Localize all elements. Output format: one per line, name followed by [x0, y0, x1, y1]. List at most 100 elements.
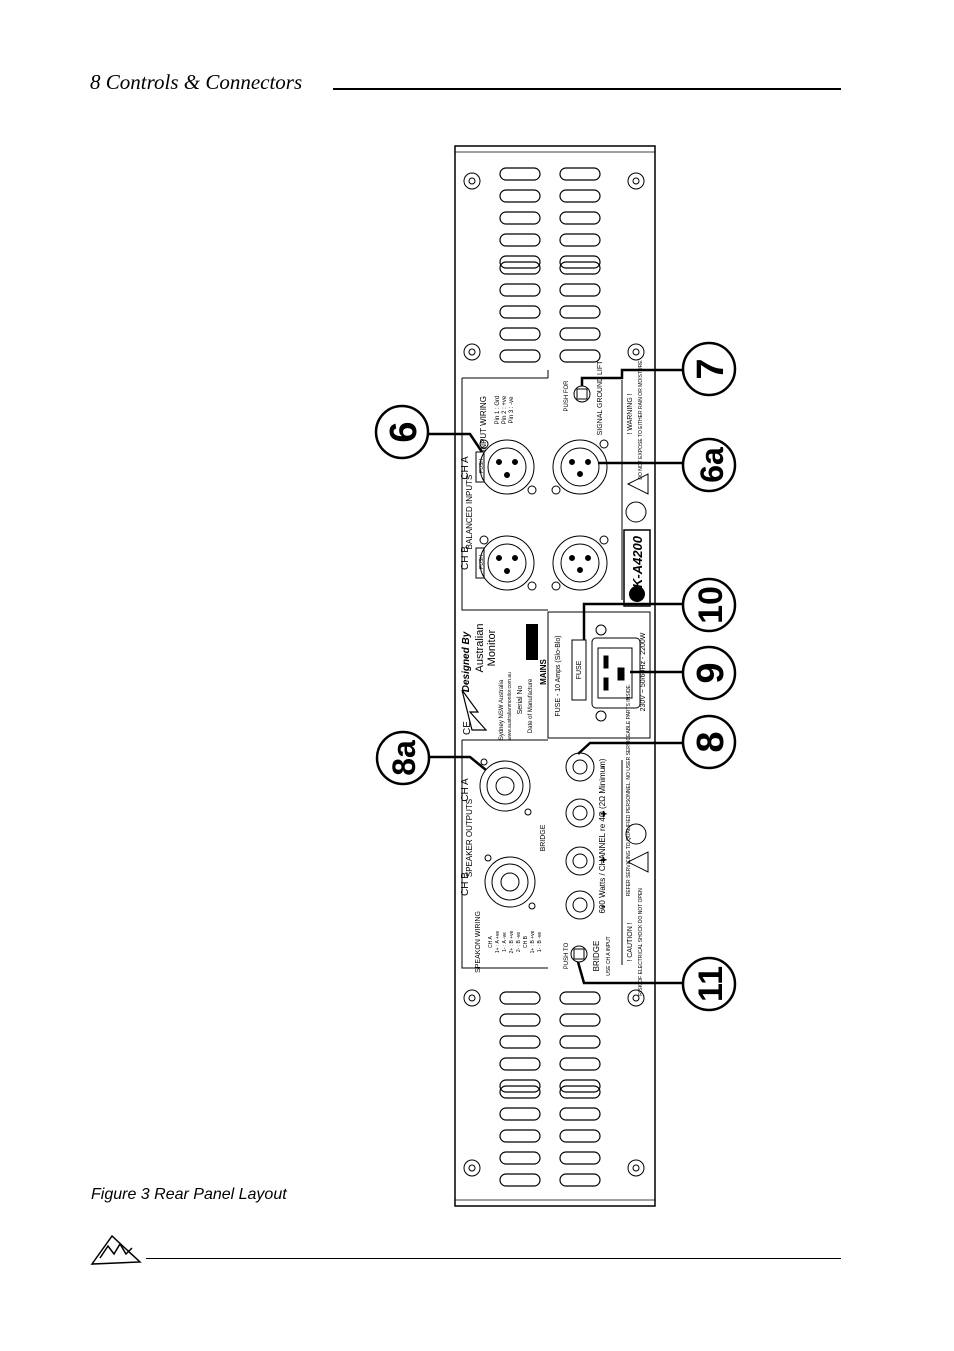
vent-slot: [559, 1035, 601, 1049]
speakon-wiring-line: 1- : B -ve: [537, 932, 543, 953]
vent-slot: [559, 1085, 601, 1099]
vent-slot: [499, 349, 541, 363]
caution-title: ! CAUTION !: [627, 922, 634, 961]
speakon-wiring-line: 1+ : B +ve: [530, 930, 536, 953]
speakon-wiring-line: CH A: [488, 936, 494, 948]
input-ch-a-label: CH A: [460, 456, 471, 480]
vent-slot: [499, 233, 541, 247]
speakon-ch-b: [484, 854, 536, 910]
speaker-ch-b-label: CH B: [460, 872, 471, 896]
speakon-wiring-line: 1+ : A +ve: [495, 931, 501, 953]
post-plus-b: +: [600, 853, 607, 867]
model-badge: [623, 529, 651, 607]
ground-lift-push-label: PUSH FOR: [564, 380, 570, 412]
callout-8: 8: [690, 731, 732, 752]
figure-caption: Figure 3 Rear Panel Layout: [91, 1186, 287, 1203]
vent-slots-top: [499, 167, 601, 363]
vent-slot: [499, 211, 541, 225]
vent-slot: [559, 305, 601, 319]
callout-10: 10: [692, 586, 730, 624]
fuse-holder-label: FUSE: [576, 660, 583, 679]
callout-circles: [374, 341, 737, 1012]
bridge-switch: [573, 948, 585, 960]
vent-slot: [499, 1129, 541, 1143]
ground-lift-label: SIGNAL GROUND LIFT: [597, 360, 604, 436]
callout-7: 7: [690, 358, 732, 379]
vent-slot: [559, 1057, 601, 1071]
serial-block: [526, 624, 538, 660]
vent-slot: [499, 1085, 541, 1099]
warning-text: DO NOT EXPOSE TO EITHER RAIN OR MOISTURE: [638, 360, 644, 480]
vent-slot: [559, 167, 601, 181]
date-label: Date of Manufacture: [528, 678, 534, 733]
vent-slot: [499, 1151, 541, 1165]
xlr-out-ch-a: [551, 439, 609, 495]
vent-slot: [499, 991, 541, 1005]
brand-website: www.australianmonitor.com.au: [507, 672, 513, 740]
vent-slots-bottom: [499, 991, 601, 1187]
vent-slot: [499, 1173, 541, 1187]
rack-screws: [463, 172, 645, 1177]
speaker-bridge-label: BRIDGE: [540, 824, 547, 851]
input-wiring-line-2: Pin 2 : +ve: [502, 395, 508, 424]
bridge-push-label: PUSH TO: [564, 942, 570, 969]
input-push-a: PUSH: [479, 459, 485, 473]
header-rule: [333, 88, 841, 90]
callout-6a: 6a: [694, 447, 730, 483]
speakon-wiring-line: 1- : A -ve: [502, 932, 508, 952]
brand-location: Sydney NSW Australia: [499, 679, 505, 740]
caution-text: RISK OF ELECTRICAL SHOCK DO NOT OPEN: [638, 888, 644, 996]
vent-slot: [499, 1013, 541, 1027]
callout-11: 11: [692, 966, 730, 1002]
vent-slot: [499, 305, 541, 319]
speaker-rating: 600 Watts / CHANNEL re 4Ω (2Ω Minimum): [598, 758, 607, 913]
xlr-in-ch-a: [475, 439, 537, 495]
vent-slot: [559, 1173, 601, 1187]
vent-slot: [559, 327, 601, 341]
vent-slot: [559, 211, 601, 225]
warning-triangle-icon: [626, 473, 649, 495]
vent-slot: [559, 283, 601, 297]
vent-slot: [499, 283, 541, 297]
callout-8a: 8a: [386, 740, 422, 776]
vent-slot: [499, 1035, 541, 1049]
mains-box: [547, 611, 651, 739]
callout-leaders: [429, 368, 686, 985]
callout-6: 6: [383, 421, 425, 442]
vent-slot: [559, 255, 601, 269]
vent-slot: [559, 991, 601, 1005]
vent-slot: [559, 1013, 601, 1027]
page-header: 8 Controls & Connectors: [90, 70, 303, 94]
vent-slot: [559, 349, 601, 363]
xlr-out-ch-b: [551, 535, 609, 591]
speakon-ch-a: [479, 758, 532, 816]
service-text: REFER SERVICING TO QUALIFIED PERSONNEL. …: [626, 684, 632, 897]
vent-slot: [499, 1107, 541, 1121]
speaker-ch-a-label: CH A: [460, 778, 471, 802]
input-section-box: [461, 377, 548, 611]
post-minus-a: -: [601, 759, 605, 773]
input-wiring-title: INPUT WIRING: [479, 396, 488, 452]
fuse-rating: FUSE - 10 Amps (Slo-Blo): [555, 635, 562, 716]
vent-slot: [499, 1079, 541, 1093]
vent-slot: [499, 167, 541, 181]
input-wiring-line-3: Pin 3 : -ve: [509, 396, 515, 424]
footer-logo-icon: [90, 1234, 142, 1265]
post-minus-b: -: [601, 899, 605, 913]
caution-triangle-icon: [626, 851, 649, 873]
designed-by: Designed By: [461, 631, 472, 692]
warning-title: ! WARNING !: [627, 393, 634, 434]
vent-slot: [559, 1129, 601, 1143]
speakon-wiring-title: SPEAKON WIRING: [475, 911, 482, 973]
input-wiring-line-1: Pin 1 : Grd: [495, 396, 501, 425]
mains-label: MAINS: [539, 658, 548, 684]
callout-9: 9: [690, 662, 732, 683]
vent-slot: [559, 1079, 601, 1093]
ce-mark: CE: [462, 721, 473, 735]
bridge-switch-label: BRIDGE: [592, 941, 601, 972]
bridge-switch-sub: USE CH A INPUT: [606, 936, 612, 975]
speakon-wiring-line: CH B: [523, 935, 529, 948]
ground-lift-switch: [576, 388, 588, 400]
brand-line-2: Monitor: [486, 629, 498, 666]
